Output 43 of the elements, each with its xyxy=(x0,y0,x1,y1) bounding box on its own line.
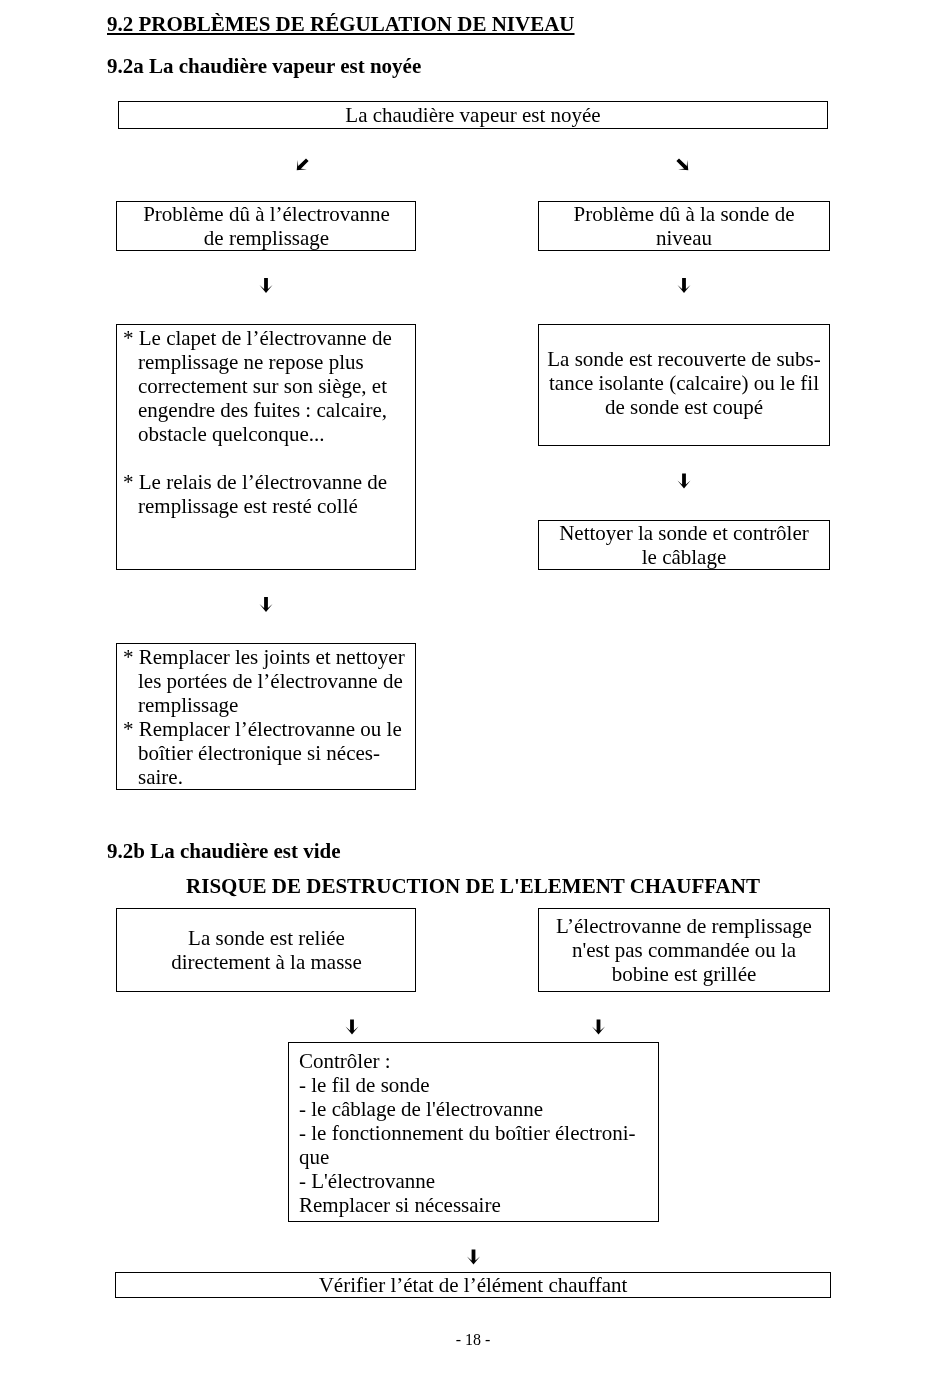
box-text: Problème dû à l’électrovanne de remplissage xyxy=(142,202,391,250)
arrow xyxy=(677,473,691,489)
arrow xyxy=(676,158,689,171)
arrow xyxy=(259,597,273,612)
process-box xyxy=(115,1272,831,1298)
list-line: - le fil de sonde xyxy=(299,1073,431,1097)
list-line: - le câblage de l'électrovanne xyxy=(299,1097,544,1121)
box-text: Vérifier l’état de l’élément chauffant xyxy=(317,1273,629,1297)
box-text: L’électrovanne de remplissage n'est pas commandée ou la bobine est grillée xyxy=(555,914,813,986)
arrow xyxy=(259,278,273,293)
process-box xyxy=(538,324,830,446)
process-box xyxy=(538,908,830,992)
box-text: La sonde est recouverte de subs-tance isolante (calcaire) ou le fil de sonde est coupé xyxy=(546,347,822,419)
process-box xyxy=(116,201,416,251)
list-line: Contrôler : xyxy=(299,1049,392,1073)
bullet-text: * Remplacer l’électrovanne ou le boîtier électronique si néces-saire. xyxy=(123,717,403,789)
process-box xyxy=(116,908,416,992)
arrow xyxy=(467,1249,480,1265)
box-text: Nettoyer la sonde et contrôler le câblage xyxy=(558,521,810,569)
arrow xyxy=(296,158,309,171)
warning-heading: RISQUE DE DESTRUCTION DE L'ELEMENT CHAUFFANT xyxy=(186,874,760,898)
section-heading: 9.2a La chaudière vapeur est noyée xyxy=(107,54,422,78)
process-box xyxy=(116,324,416,570)
process-box xyxy=(116,643,416,790)
page-title: 9.2 PROBLÈMES DE RÉGULATION DE NIVEAU xyxy=(107,12,575,36)
bullet-text: * Remplacer les joints et nettoyer les portées de l’électrovanne de remplissage xyxy=(123,645,406,717)
process-box xyxy=(538,520,830,570)
bullet-text: * Le relais de l’électrovanne de remplissage est resté collé xyxy=(123,470,389,518)
process-box xyxy=(288,1042,659,1222)
bullet-text: * Le clapet de l’électrovanne de remplissage ne repose plus correctement sur son siège, et engendre des fuites : calcaire, obstacle quelconque... xyxy=(123,326,393,446)
process-box xyxy=(118,101,828,129)
box-text: Problème dû à la sonde de niveau xyxy=(572,202,796,250)
box-text: La chaudière vapeur est noyée xyxy=(344,103,602,127)
arrow xyxy=(592,1019,605,1035)
arrow xyxy=(345,1019,359,1035)
box-text: La sonde est reliée directement à la masse xyxy=(170,926,363,974)
arrow xyxy=(677,278,691,293)
list-line: - le fonctionnement du boîtier électroni-que xyxy=(299,1121,637,1169)
list-line: Remplacer si nécessaire xyxy=(299,1193,502,1217)
page-number: - 18 - xyxy=(455,1330,491,1349)
process-box xyxy=(538,201,830,251)
list-line: - L'électrovanne xyxy=(299,1169,437,1193)
section-heading: 9.2b La chaudière est vide xyxy=(107,839,341,863)
